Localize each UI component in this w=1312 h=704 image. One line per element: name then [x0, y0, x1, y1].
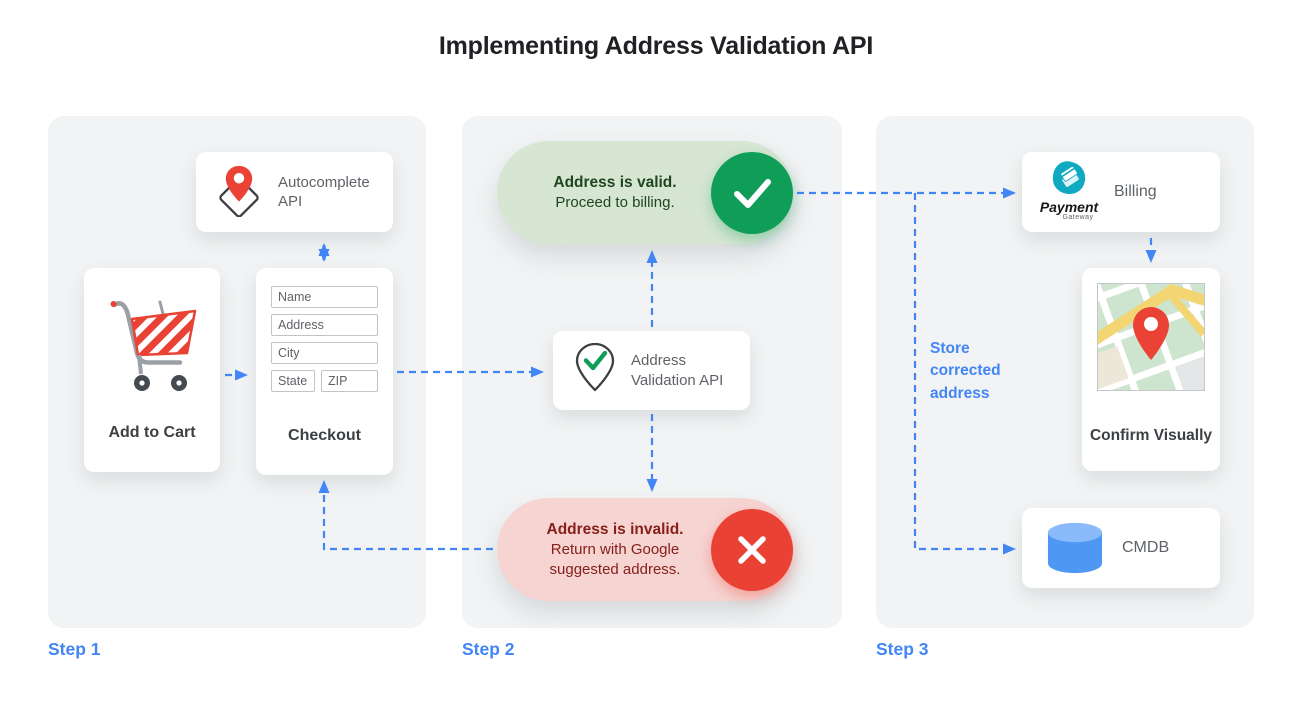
add-to-cart-card: Add to Cart — [84, 268, 220, 472]
step2-label: Step 2 — [462, 639, 515, 659]
map-thumbnail — [1097, 283, 1205, 391]
step3-label: Step 3 — [876, 639, 929, 659]
address-valid-pill: Address is valid. Proceed to billing. — [497, 141, 793, 244]
cmdb-label: CMDB — [1122, 539, 1170, 556]
confirm-visually-card: Confirm Visually — [1082, 268, 1220, 471]
payment-gateway-logo: Payment Gateway — [1038, 160, 1100, 221]
payment-logo-subtitle: Gateway — [1062, 214, 1094, 221]
pin-check-icon — [573, 342, 617, 398]
cmdb-card: CMDB — [1022, 508, 1220, 588]
map-pin-diamond-icon — [212, 163, 266, 222]
step1-label: Step 1 — [48, 639, 101, 659]
autocomplete-api-card: Autocomplete API — [196, 152, 393, 232]
checkout-form: Name Address City State ZIP — [271, 286, 378, 398]
valid-title: Address is valid. — [553, 173, 677, 191]
autocomplete-api-label: Autocomplete API — [278, 173, 370, 211]
store-corrected-address-note: Store corrected address — [930, 340, 1001, 402]
state-field: State — [271, 370, 315, 392]
checkout-card: Name Address City State ZIP Checkout — [256, 268, 393, 475]
billing-card: Payment Gateway Billing — [1022, 152, 1220, 232]
valid-subtitle: Proceed to billing. — [555, 193, 675, 211]
check-icon — [711, 151, 793, 234]
page-title: Implementing Address Validation API — [438, 32, 874, 60]
address-validation-api-card: Address Validation API — [553, 331, 750, 410]
invalid-title: Address is invalid. — [546, 520, 684, 538]
checkout-label: Checkout — [288, 427, 361, 444]
confirm-visually-label: Confirm Visually — [1089, 427, 1213, 445]
city-field: City — [271, 342, 378, 364]
zip-field: ZIP — [321, 370, 378, 392]
x-icon — [711, 508, 793, 591]
address-invalid-pill: Address is invalid. Return with Google s… — [497, 498, 793, 601]
payment-logo-title: Payment — [1039, 199, 1099, 215]
invalid-subtitle: Return with Google suggested address. — [549, 540, 681, 578]
address-field: Address — [271, 314, 378, 336]
billing-label: Billing — [1114, 183, 1157, 200]
address-validation-api-label: Address Validation API — [631, 352, 724, 389]
name-field: Name — [271, 286, 378, 308]
add-to-cart-label: Add to Cart — [108, 424, 196, 441]
